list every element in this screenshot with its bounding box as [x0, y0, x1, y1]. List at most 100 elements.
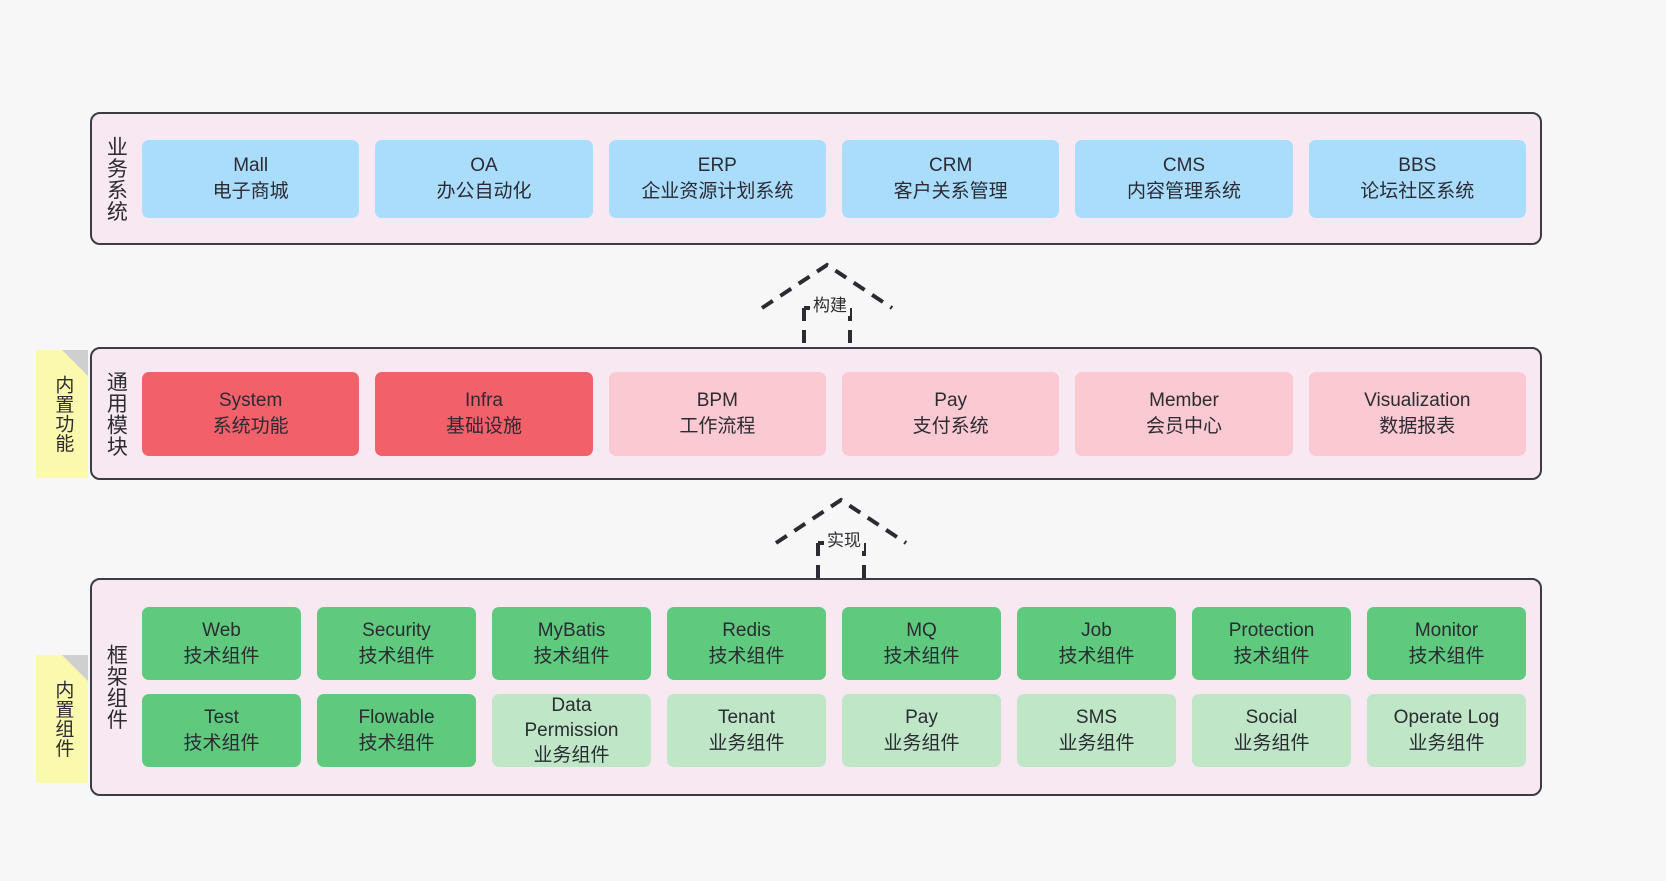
card-redis-name: Redis — [722, 620, 771, 642]
card-job-desc: 技术组件 — [1058, 645, 1135, 667]
card-job-name: Job — [1081, 620, 1112, 642]
card-infra-name: Infra — [464, 390, 503, 412]
card-protection-desc: 技术组件 — [1233, 645, 1310, 667]
common-module-row: System 系统功能 Infra 基础设施 BPM 工作流程 Pay 支付系统… — [142, 371, 1526, 456]
card-mall[interactable]: Mall 电子商城 — [142, 139, 360, 218]
card-web[interactable]: Web 技术组件 — [142, 607, 301, 680]
card-infra-desc: 基础设施 — [445, 415, 522, 437]
layer-title-framework-component: 框架组件 — [104, 644, 128, 730]
card-system-desc: 系统功能 — [212, 415, 289, 437]
card-protection[interactable]: Protection 技术组件 — [1192, 607, 1351, 680]
card-bbs-desc: 论坛社区系统 — [1360, 180, 1475, 202]
card-bbs[interactable]: BBS 论坛社区系统 — [1308, 139, 1526, 218]
card-pay-component[interactable]: Pay 业务组件 — [842, 694, 1001, 767]
card-mq[interactable]: MQ 技术组件 — [842, 607, 1001, 680]
card-web-name: Web — [202, 620, 241, 642]
framework-component-row-1: Web 技术组件 Security 技术组件 MyBatis 技术组件 Redi… — [142, 607, 1526, 680]
layer-framework-component: 框架组件 Web 技术组件 Security 技术组件 MyBatis 技术组件… — [90, 578, 1542, 796]
card-bpm-name: BPM — [696, 390, 738, 412]
layer-business-system: 业务系统 Mall 电子商城 OA 办公自动化 ERP 企业资源计划系统 CRM — [90, 112, 1542, 245]
card-erp[interactable]: ERP 企业资源计划系统 — [608, 139, 826, 218]
layer-title-business-system: 业务系统 — [104, 135, 128, 222]
card-monitor[interactable]: Monitor 技术组件 — [1367, 607, 1526, 680]
card-operate-log[interactable]: Operate Log 业务组件 — [1367, 694, 1526, 767]
business-system-row: Mall 电子商城 OA 办公自动化 ERP 企业资源计划系统 CRM 客户关系… — [142, 139, 1526, 218]
card-monitor-desc: 技术组件 — [1408, 645, 1485, 667]
card-flowable-name: Flowable — [358, 707, 435, 729]
card-visualization-desc: 数据报表 — [1379, 415, 1456, 437]
card-system[interactable]: System 系统功能 — [142, 371, 360, 456]
card-tenant-desc: 业务组件 — [708, 732, 785, 754]
card-social-desc: 业务组件 — [1233, 732, 1310, 754]
card-pay-module[interactable]: Pay 支付系统 — [841, 371, 1060, 456]
card-bpm[interactable]: BPM 工作流程 — [608, 371, 826, 456]
card-visualization[interactable]: Visualization 数据报表 — [1308, 371, 1526, 456]
card-infra[interactable]: Infra 基础设施 — [375, 371, 593, 456]
card-social-name: Social — [1245, 707, 1298, 729]
card-oa[interactable]: OA 办公自动化 — [375, 139, 593, 218]
sticky-fold-corner-icon — [62, 350, 88, 376]
card-cms-desc: 内容管理系统 — [1126, 180, 1241, 202]
card-mq-desc: 技术组件 — [883, 645, 960, 667]
card-oa-name: OA — [470, 155, 498, 177]
card-operate-log-desc: 业务组件 — [1408, 732, 1485, 754]
card-mall-name: Mall — [233, 155, 269, 177]
card-bpm-desc: 工作流程 — [679, 415, 756, 437]
sticky-note-builtin-features-label: 内置功能 — [52, 375, 74, 453]
layer-title-common-module: 通用模块 — [104, 370, 128, 457]
card-oa-desc: 办公自动化 — [436, 180, 532, 202]
card-redis[interactable]: Redis 技术组件 — [667, 607, 826, 680]
card-mybatis-desc: 技术组件 — [533, 645, 610, 667]
card-cms[interactable]: CMS 内容管理系统 — [1075, 139, 1293, 218]
card-member[interactable]: Member 会员中心 — [1075, 371, 1293, 456]
card-web-desc: 技术组件 — [183, 645, 260, 667]
card-security-desc: 技术组件 — [358, 645, 435, 667]
connector-implement: 实现 — [766, 493, 926, 583]
card-visualization-name: Visualization — [1364, 390, 1471, 412]
sticky-fold-corner-icon-2 — [62, 655, 88, 681]
connector-implement-label: 实现 — [824, 526, 864, 551]
card-sms[interactable]: SMS 业务组件 — [1017, 694, 1176, 767]
card-protection-name: Protection — [1228, 620, 1315, 642]
card-data-permission-desc: 业务组件 — [533, 745, 610, 767]
card-redis-desc: 技术组件 — [708, 645, 785, 667]
card-test[interactable]: Test 技术组件 — [142, 694, 301, 767]
card-mq-name: MQ — [906, 620, 937, 642]
framework-component-row-2: Test 技术组件 Flowable 技术组件 Data Permission … — [142, 694, 1526, 767]
card-mybatis[interactable]: MyBatis 技术组件 — [492, 607, 651, 680]
card-test-name: Test — [204, 707, 239, 729]
card-security[interactable]: Security 技术组件 — [317, 607, 476, 680]
card-cms-name: CMS — [1162, 155, 1206, 177]
sticky-note-builtin-components-label: 内置组件 — [52, 680, 74, 758]
card-job[interactable]: Job 技术组件 — [1017, 607, 1176, 680]
card-erp-name: ERP — [697, 155, 737, 177]
connector-build-label: 构建 — [810, 291, 850, 316]
layer-body-business-system: Mall 电子商城 OA 办公自动化 ERP 企业资源计划系统 CRM 客户关系… — [138, 114, 1540, 243]
card-test-desc: 技术组件 — [183, 732, 260, 754]
card-pay-component-desc: 业务组件 — [883, 732, 960, 754]
card-sms-desc: 业务组件 — [1058, 732, 1135, 754]
card-data-permission[interactable]: Data Permission 业务组件 — [492, 694, 651, 767]
card-social[interactable]: Social 业务组件 — [1192, 694, 1351, 767]
card-data-permission-name: Data Permission — [524, 694, 619, 741]
card-bbs-name: BBS — [1398, 155, 1437, 177]
card-security-name: Security — [362, 620, 431, 642]
card-crm[interactable]: CRM 客户关系管理 — [841, 139, 1060, 218]
card-tenant-name: Tenant — [717, 707, 776, 729]
layer-common-module: 通用模块 System 系统功能 Infra 基础设施 BPM 工作流程 Pay — [90, 347, 1542, 480]
card-crm-desc: 客户关系管理 — [893, 180, 1008, 202]
card-mall-desc: 电子商城 — [212, 180, 289, 202]
layer-body-framework-component: Web 技术组件 Security 技术组件 MyBatis 技术组件 Redi… — [138, 580, 1540, 794]
card-sms-name: SMS — [1075, 707, 1118, 729]
sticky-note-builtin-features: 内置功能 — [36, 350, 88, 478]
card-pay-component-name: Pay — [905, 707, 938, 729]
card-flowable[interactable]: Flowable 技术组件 — [317, 694, 476, 767]
sticky-note-builtin-components: 内置组件 — [36, 655, 88, 783]
card-tenant[interactable]: Tenant 业务组件 — [667, 694, 826, 767]
card-operate-log-name: Operate Log — [1393, 707, 1500, 729]
card-crm-name: CRM — [929, 155, 973, 177]
layer-body-common-module: System 系统功能 Infra 基础设施 BPM 工作流程 Pay 支付系统… — [138, 349, 1540, 478]
card-pay-module-desc: 支付系统 — [912, 415, 989, 437]
connector-build: 构建 — [752, 258, 912, 348]
